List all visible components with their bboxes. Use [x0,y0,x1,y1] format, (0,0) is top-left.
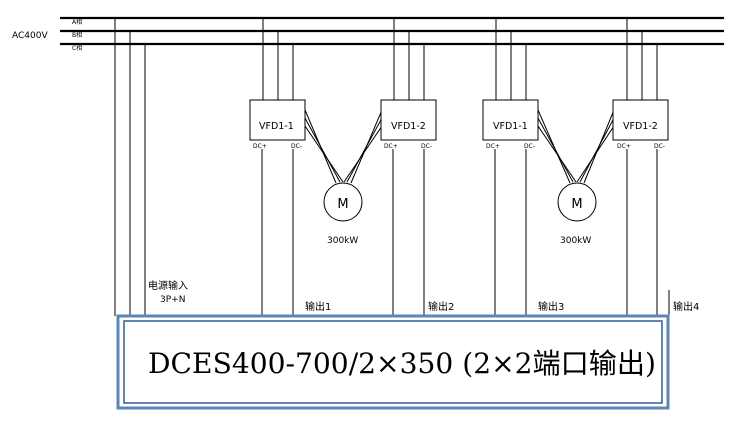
vfd-dcn-3: DC- [524,143,535,150]
vfd-dcp-3: DC+ [486,143,500,150]
phase-label-c: C相 [72,44,82,52]
phase-label-b: B相 [72,31,82,39]
vfd-dcp-4: DC+ [617,143,631,150]
motor-1 [323,182,363,222]
vfd-dcp-2: DC+ [384,143,398,150]
motor-rating-2: 300kW [560,236,591,246]
vfd-box-3 [482,99,539,141]
vfd-group-2 [494,18,658,316]
vfd-dcn-4: DC- [654,143,665,150]
vfd-box-2 [380,99,437,141]
vfd-box-4 [612,99,669,141]
ac-busbars [60,16,724,46]
motor-rating-1: 300kW [327,236,358,246]
output-label-3: 输出3 [538,300,564,313]
power-input-label: 电源输入 [148,279,188,292]
motor-symbol-2: M [571,197,582,212]
output-label-4: 输出4 [673,300,699,313]
device-title: DCES400-700/2×350 (2×2端口输出) [148,347,656,380]
phase-label-a: A相 [72,18,82,26]
motor-symbol-1: M [337,197,348,212]
vfd-dcn-1: DC- [291,143,302,150]
vfd-label-4: VFD1-2 [623,121,658,132]
vfd-dcp-1: DC+ [253,143,267,150]
device-frame-inner [123,320,663,404]
vfd-group-1 [261,18,425,316]
vfd-label-1: VFD1-1 [259,121,294,132]
vfd-label-3: VFD1-1 [493,121,528,132]
vfd-label-2: VFD1-2 [391,121,426,132]
motor-2 [557,182,597,222]
supply-voltage-label: AC400V [12,31,48,41]
output-label-1: 输出1 [305,300,331,313]
vfd-dcn-2: DC- [421,143,432,150]
vfd-box-1 [249,99,306,141]
power-input-sub: 3P+N [160,295,185,305]
power-input-lines [114,18,146,316]
output-label-2: 输出2 [428,300,454,313]
